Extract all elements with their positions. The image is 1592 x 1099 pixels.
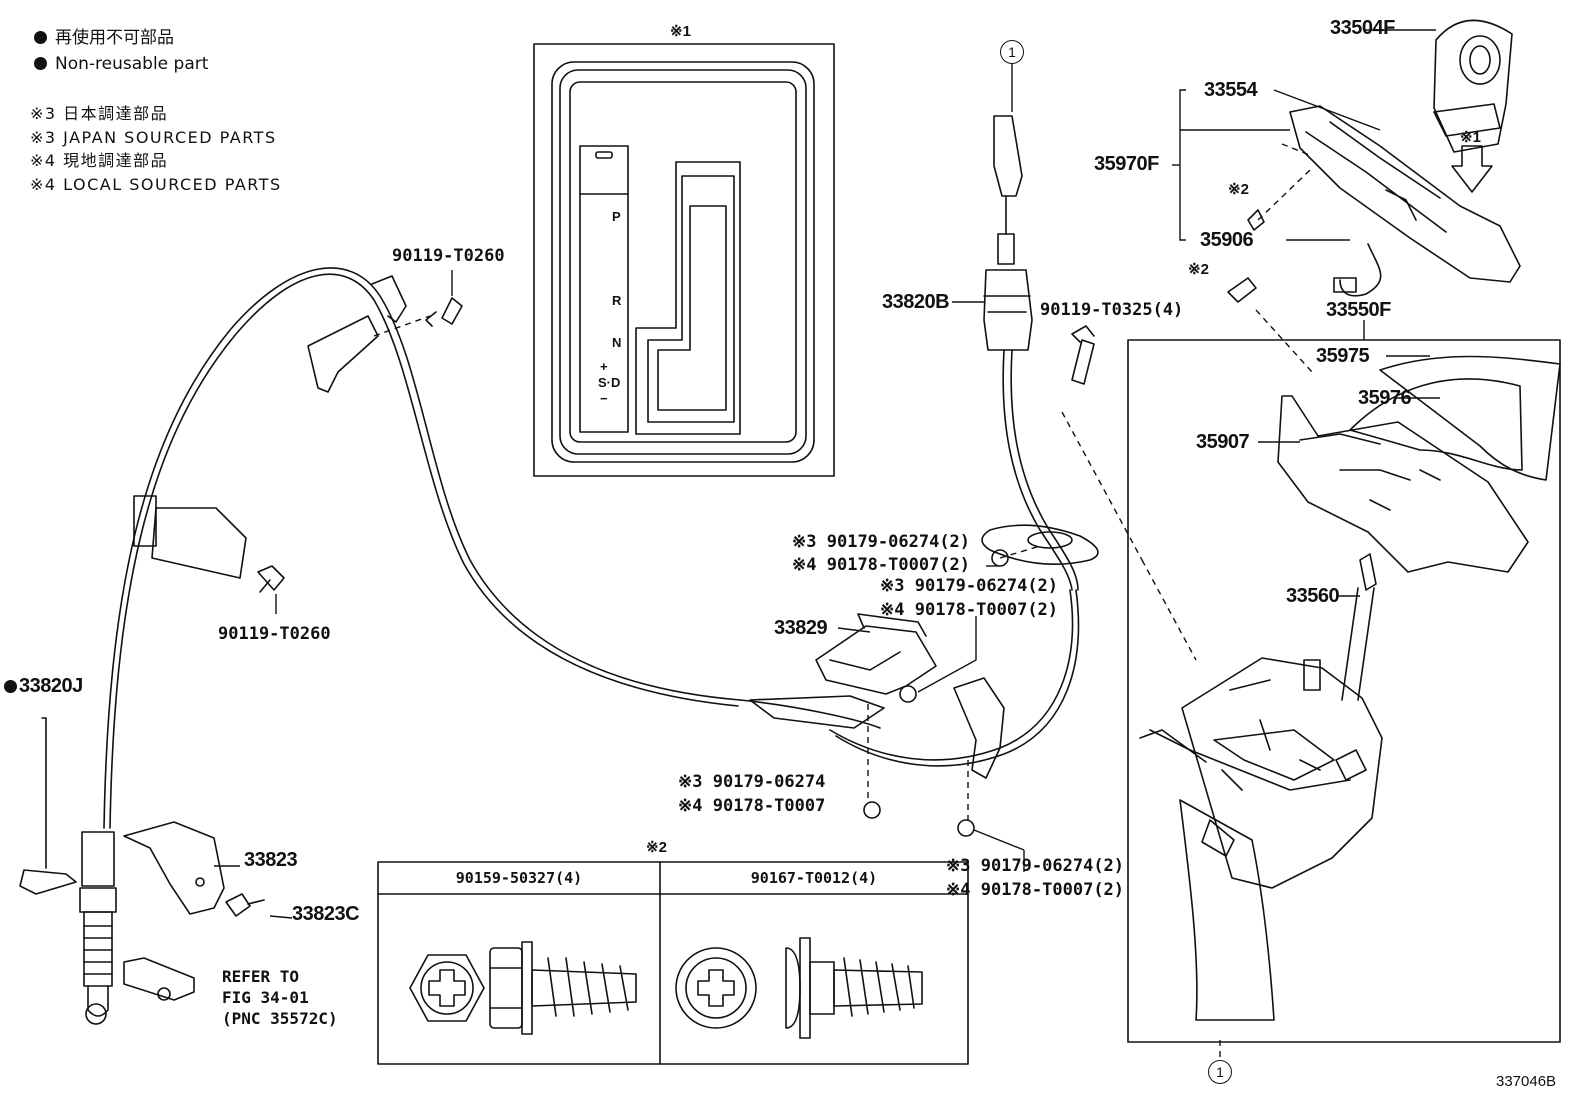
legend-non-reusable-jp: 再使用不可部品 [34,30,174,47]
fastener-table [377,861,969,1065]
fastener-col-2: 90167-T0012(4) [750,869,878,887]
part-90119-t0260-top[interactable]: 90119-T0260 [392,246,505,266]
part-nut-a-local[interactable]: ※4 90178-T0007(2) [792,555,971,575]
part-nut-b-local[interactable]: ※4 90178-T0007(2) [880,600,1059,620]
ref-circle-bottom: 1 [1208,1060,1232,1084]
shift-lever-assy-drawing [1127,339,1561,1043]
gate-n: N [612,335,622,350]
part-nut-d-local[interactable]: ※4 90178-T0007(2) [946,880,1125,900]
inset2-marker: ※2 [646,839,667,856]
legend-note3-en: ※3 JAPAN SOURCED PARTS [30,128,277,147]
part-33823[interactable]: 33823 [244,849,298,871]
part-90119-t0325[interactable]: 90119-T0325(4) [1040,300,1184,320]
fastener-col-1: 90159-50327(4) [455,869,583,887]
part-35975[interactable]: 35975 [1316,345,1370,367]
shift-gate-illustration [533,43,835,477]
legend-note4-jp: ※4 現地調達部品 [30,151,169,170]
part-90119-t0260-mid[interactable]: 90119-T0260 [218,624,331,644]
part-nut-c-jp[interactable]: ※3 90179-06274 [678,772,826,792]
part-33504f[interactable]: 33504F [1330,17,1395,39]
part-33820b[interactable]: 33820B [882,291,950,313]
part-35907[interactable]: 35907 [1196,431,1250,453]
shift-cable-33820j [19,267,1080,1025]
refer-note[interactable]: REFER TO FIG 34-01 (PNC 35572C) [222,967,338,1028]
part-33829[interactable]: 33829 [774,617,828,639]
part-nut-c-local[interactable]: ※4 90178-T0007 [678,796,826,816]
ref-circle-top: 1 [1000,40,1024,64]
shift-cable-33820b [981,115,1099,591]
part-35976[interactable]: 35976 [1358,387,1412,409]
non-reusable-dot-icon [34,31,47,44]
part-33550f[interactable]: 33550F [1326,299,1391,321]
part-33820j[interactable]: 33820J [4,676,83,696]
marker-2-bezel: ※2 [1228,181,1249,198]
part-nut-a-jp[interactable]: ※3 90179-06274(2) [792,532,971,552]
non-reusable-dot-icon [4,680,17,693]
legend-non-reusable-en: Non-reusable part [34,56,208,73]
gate-r: R [612,293,622,308]
part-nut-d-jp[interactable]: ※3 90179-06274(2) [946,856,1125,876]
marker-2-screw: ※2 [1188,261,1209,278]
bracket-33829-drawing [815,613,937,695]
legend-note3-jp: ※3 日本調達部品 [30,104,169,123]
gate-sd: S·D [598,375,621,390]
part-35970f[interactable]: 35970F [1094,153,1159,175]
bracket-33823-drawing [123,821,225,915]
part-35906[interactable]: 35906 [1200,229,1254,251]
part-33560[interactable]: 33560 [1286,585,1340,607]
legend-note4-en: ※4 LOCAL SOURCED PARTS [30,175,282,194]
non-reusable-dot-icon [34,57,47,70]
knob-assy-drawing [1289,19,1521,297]
gate-minus: − [600,391,608,406]
part-33554[interactable]: 33554 [1204,79,1258,101]
marker-1-knob: ※1 [1460,129,1481,146]
gate-plus: + [600,359,608,374]
part-33823c[interactable]: 33823C [292,903,360,925]
gate-p: P [612,209,621,224]
inset1-marker: ※1 [670,23,691,40]
part-nut-b-jp[interactable]: ※3 90179-06274(2) [880,576,1059,596]
diagram-id: 337046B [1496,1073,1557,1090]
